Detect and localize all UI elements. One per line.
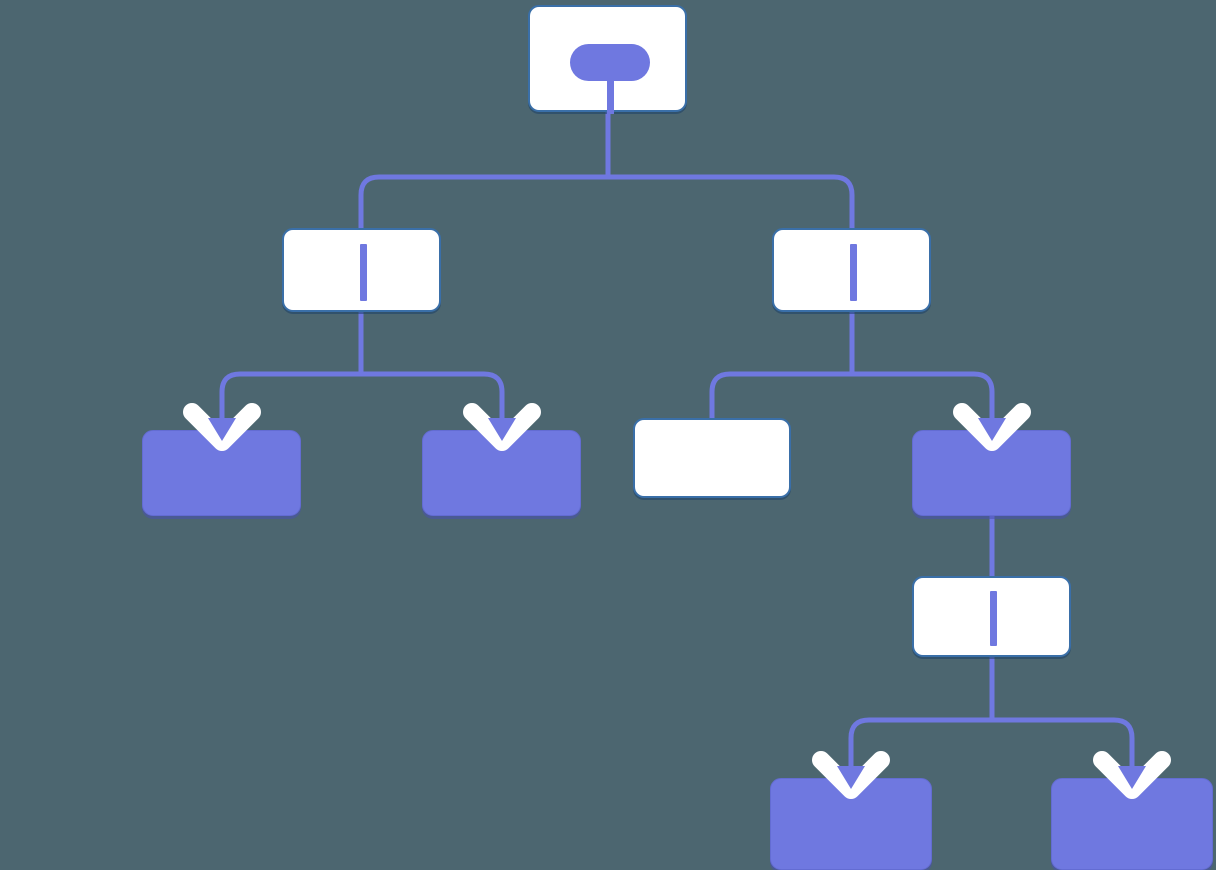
node-n-l3-b[interactable] (422, 430, 581, 516)
node-n-l3-d[interactable] (912, 430, 1071, 516)
node-n-l4[interactable] (912, 576, 1071, 657)
node-passthrough-line (850, 244, 857, 301)
node-n-l3-a[interactable] (142, 430, 301, 516)
node-passthrough-line (360, 244, 367, 301)
node-n-l3-c[interactable] (633, 418, 791, 498)
node-passthrough-line (990, 591, 997, 646)
root-pill-stem (607, 62, 614, 114)
root-pill-badge (570, 44, 650, 81)
node-n-l5-left[interactable] (770, 778, 932, 870)
node-n-l5-right[interactable] (1051, 778, 1213, 870)
node-n-l2-left[interactable] (282, 228, 441, 312)
node-n-l2-right[interactable] (772, 228, 931, 312)
node-root[interactable] (528, 5, 687, 114)
